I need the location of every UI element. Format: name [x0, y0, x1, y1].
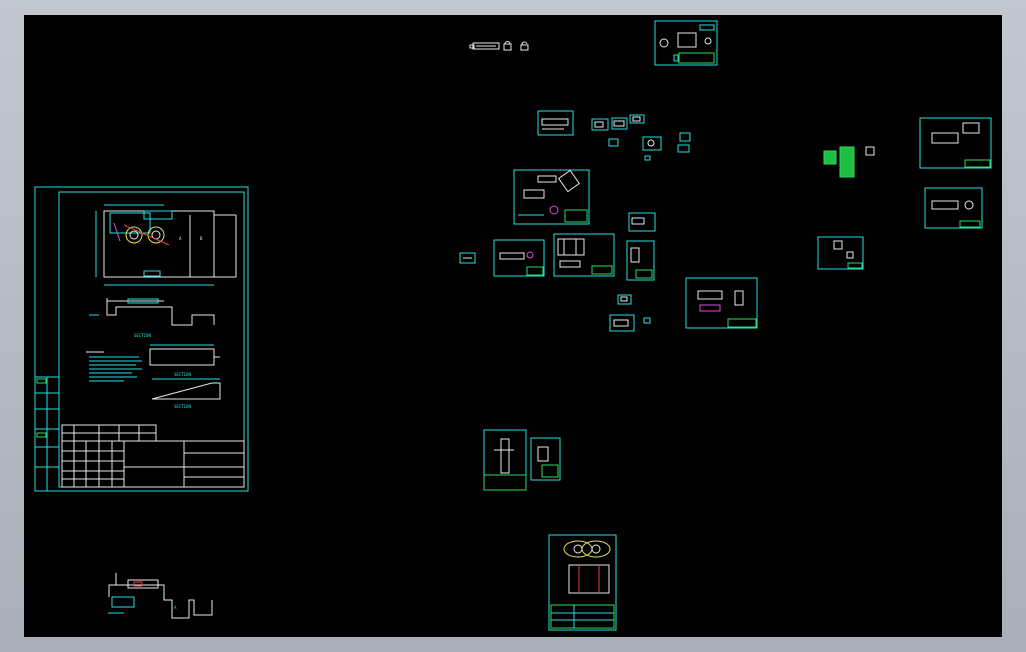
sheet-small-3[interactable] — [611, 117, 628, 130]
sheet-medium-b[interactable] — [628, 212, 656, 232]
green-blocks[interactable] — [823, 146, 875, 178]
drawing-svg: A B SECTION SECTION — [34, 20, 992, 631]
sheet-bottom-center[interactable] — [548, 534, 617, 631]
sheet-medium-c[interactable] — [493, 239, 545, 277]
svg-text:SECTION: SECTION — [174, 372, 191, 377]
section-view-2: SECTION — [149, 344, 220, 377]
svg-text:B: B — [200, 236, 203, 241]
sheet-small-8[interactable] — [644, 155, 651, 161]
sheet-small-5[interactable] — [608, 138, 619, 147]
sheet-right-3[interactable] — [817, 236, 864, 270]
sheet-small-6[interactable] — [642, 136, 662, 151]
svg-text:A: A — [174, 605, 177, 610]
sheet-small-4[interactable] — [629, 114, 645, 124]
section-view-1: SECTION — [89, 298, 215, 338]
sheet-small-1[interactable] — [537, 110, 574, 136]
unlock-icon[interactable] — [520, 41, 529, 51]
svg-text:SECTION: SECTION — [174, 404, 191, 409]
sheet-center-large[interactable] — [685, 277, 758, 329]
sheet-tiny-mid-3[interactable] — [643, 317, 651, 324]
svg-text:A: A — [179, 236, 182, 241]
main-sheet-left[interactable]: A B SECTION SECTION — [34, 186, 249, 492]
sheet-small-2[interactable] — [591, 118, 609, 131]
sheet-right-1[interactable] — [919, 117, 992, 169]
drawing-canvas[interactable]: A B SECTION SECTION — [24, 15, 1002, 637]
sheet-tiny-left[interactable] — [459, 252, 476, 264]
sheet-tiny-mid-1[interactable] — [617, 294, 632, 305]
sheet-small-7[interactable] — [677, 132, 691, 153]
plan-view: A B — [95, 204, 237, 286]
ucs-icon[interactable] — [469, 42, 500, 50]
sheet-lower-b[interactable] — [530, 437, 561, 481]
toolbar-icons[interactable] — [469, 41, 529, 51]
sheet-medium-d[interactable] — [553, 233, 615, 277]
sheet-top-center[interactable] — [654, 20, 718, 66]
lock-icon[interactable] — [503, 41, 512, 51]
section-view-3: SECTION — [151, 378, 221, 409]
sheet-medium-e[interactable] — [626, 240, 655, 281]
small-assembly-bottom-left[interactable]: A — [108, 573, 213, 619]
sheet-lower-a[interactable] — [483, 429, 527, 491]
sheet-medium-a[interactable] — [513, 169, 590, 225]
sheet-right-2[interactable] — [924, 187, 983, 229]
svg-text:SECTION: SECTION — [134, 333, 151, 338]
sheet-tiny-mid-2[interactable] — [609, 314, 635, 332]
notes-block — [86, 351, 142, 382]
title-block — [61, 440, 245, 488]
parts-list-table — [61, 424, 157, 442]
